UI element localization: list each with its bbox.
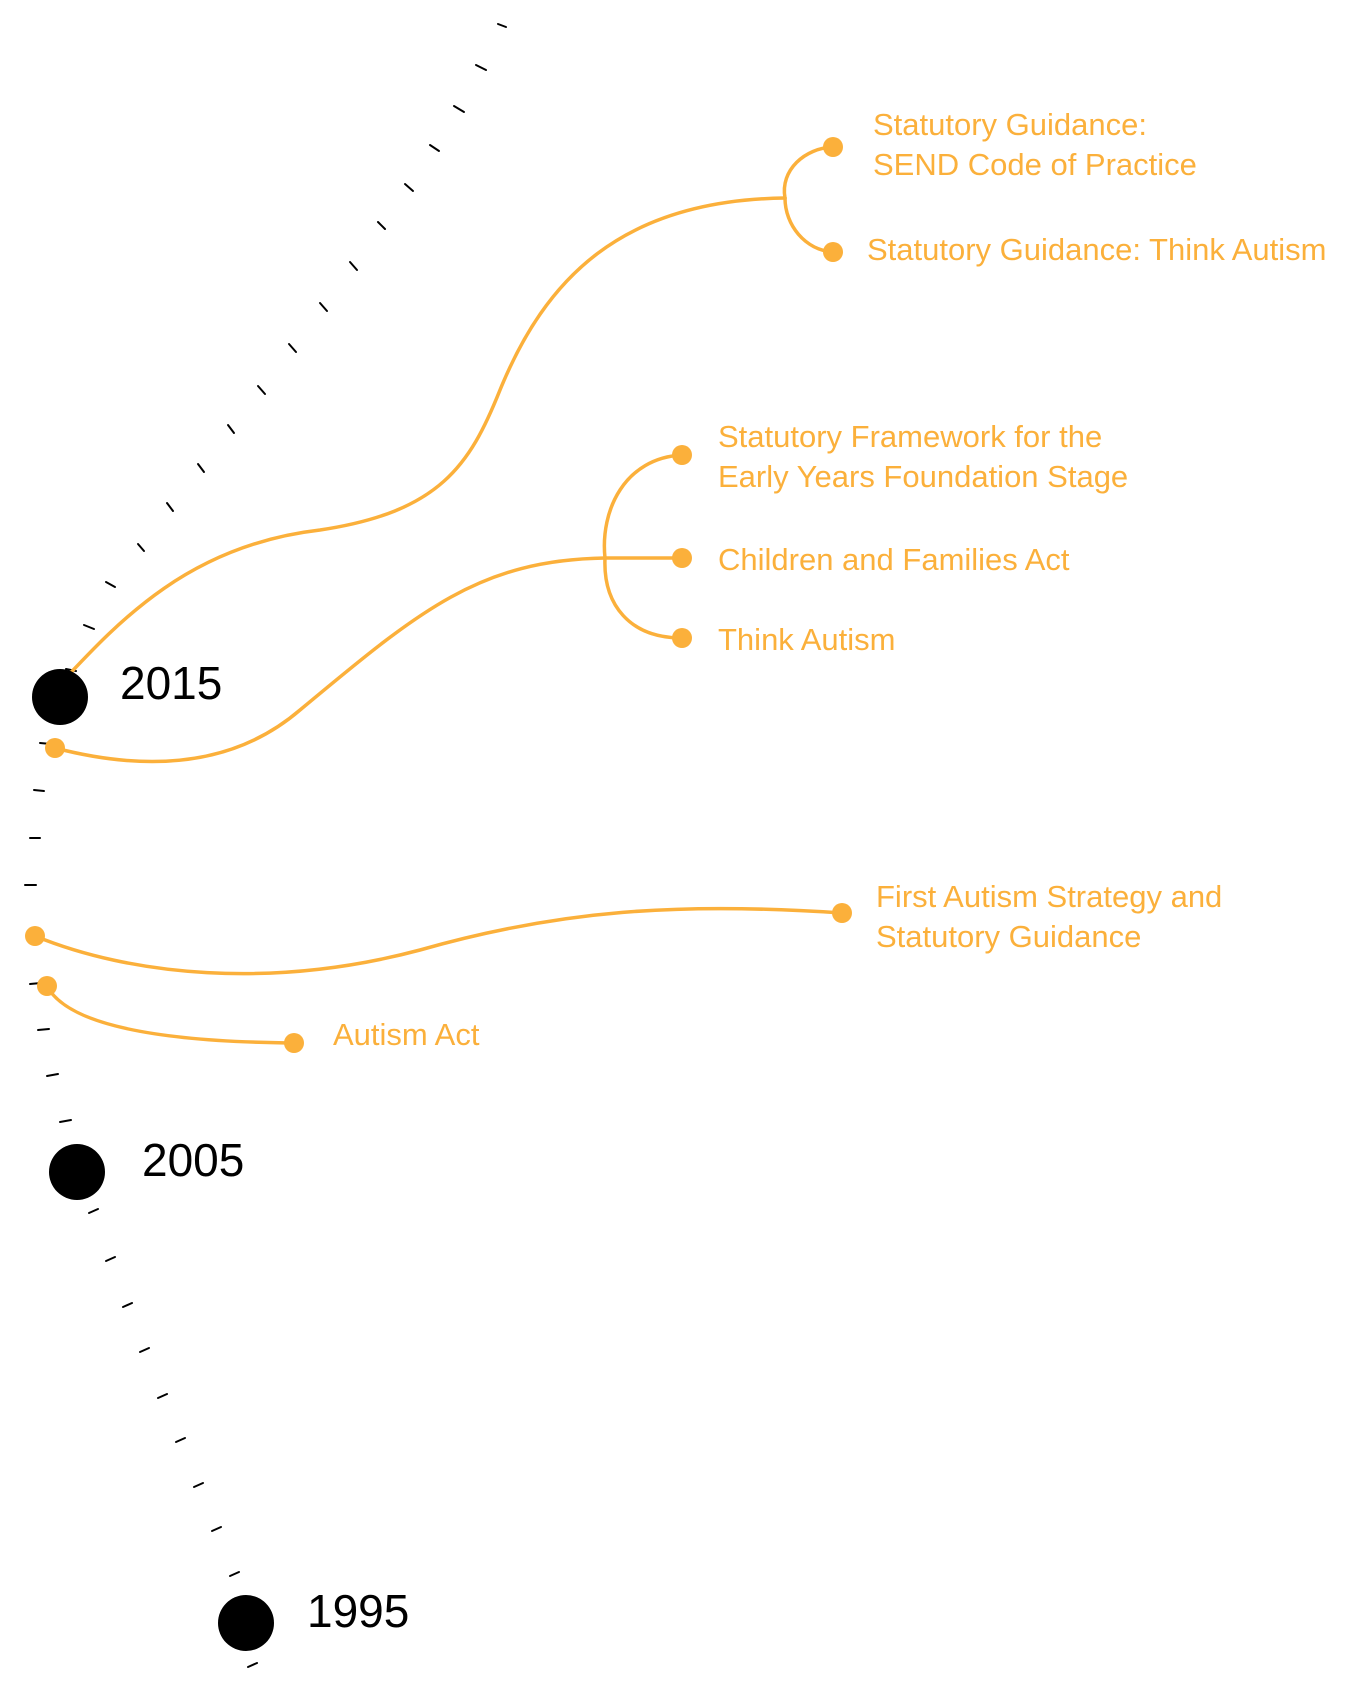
year-tick [33,789,45,792]
dot-guidance-think-autism [823,242,843,262]
year-tick [175,1437,186,1443]
year-tick [88,1208,99,1214]
year-tick [105,1256,116,1262]
year-tick [247,1662,258,1668]
event-label-line: First Autism Strategy and [876,879,1223,914]
year-tick [46,1073,59,1077]
year-tick [288,343,297,353]
year-tick [37,1028,50,1031]
year-tick [137,543,145,552]
year-tick [122,1302,133,1308]
event-label-line: SEND Code of Practice [873,147,1197,182]
connector-branch-guidance-think-autism [783,196,835,254]
year-tick [193,1482,204,1488]
year-tick [83,624,95,630]
year-tick [59,1119,72,1123]
connector-2015-lower [53,556,684,764]
year-tick [404,183,414,192]
connector-2015-upper [60,196,787,684]
year-tick [497,23,507,28]
dot-send-code-of-practice [823,137,843,157]
dot-children-families-act [672,548,692,568]
dot-2015-lower-origin [45,738,65,758]
event-label-line: Statutory Guidance: [873,107,1147,142]
year-tick [227,424,235,434]
dot-autism-act-origin [37,976,57,996]
connector-branch-think-autism [603,556,684,640]
event-label-line: Early Years Foundation Stage [718,459,1129,494]
event-label-children-families-act: Children and Families Act [718,542,1070,577]
year-tick [166,502,174,512]
decade-markers [32,669,274,1651]
event-label-line: Statutory Guidance [876,919,1142,954]
event-label-send-code-of-practice: Statutory Guidance: SEND Code of Practic… [873,105,1197,185]
decade-marker-2005 [49,1144,105,1200]
event-label-first-autism-strategy: First Autism Strategy and Statutory Guid… [876,877,1222,957]
year-tick [197,463,205,473]
year-tick [211,1526,222,1532]
connector-branch-send-code [782,145,835,200]
year-tick [429,144,440,152]
decade-marker-2015 [32,669,88,725]
connector-autism-act [45,984,296,1045]
event-label-autism-act: Autism Act [333,1017,480,1052]
year-tick [257,385,266,395]
year-tick [475,64,487,71]
dot-first-autism-strategy [832,903,852,923]
year-tick-marks [24,23,507,1668]
event-dots [25,137,852,1053]
dot-eyfs [672,445,692,465]
event-label-guidance-think-autism: Statutory Guidance: Think Autism [867,232,1327,267]
dot-think-autism [672,628,692,648]
year-tick [319,302,328,312]
decade-marker-1995 [218,1595,274,1651]
event-label-eyfs: Statutory Framework for the Early Years … [718,417,1128,497]
year-tick [139,1347,150,1353]
connector-first-autism-strategy [33,906,844,976]
year-label-1995: 1995 [307,1585,410,1637]
event-label-think-autism: Think Autism [718,622,896,657]
year-label-2015: 2015 [120,657,223,709]
year-tick [157,1393,168,1399]
year-tick [349,261,358,271]
event-label-line: Statutory Framework for the [718,419,1103,454]
year-tick [377,221,386,230]
year-tick [229,1571,240,1577]
year-tick [105,581,116,588]
connector-branch-eyfs [602,453,684,560]
dot-first-strategy-origin [25,926,45,946]
event-connectors [33,145,844,1045]
dot-autism-act [284,1033,304,1053]
year-tick [453,105,465,113]
year-label-2005: 2005 [142,1134,245,1186]
